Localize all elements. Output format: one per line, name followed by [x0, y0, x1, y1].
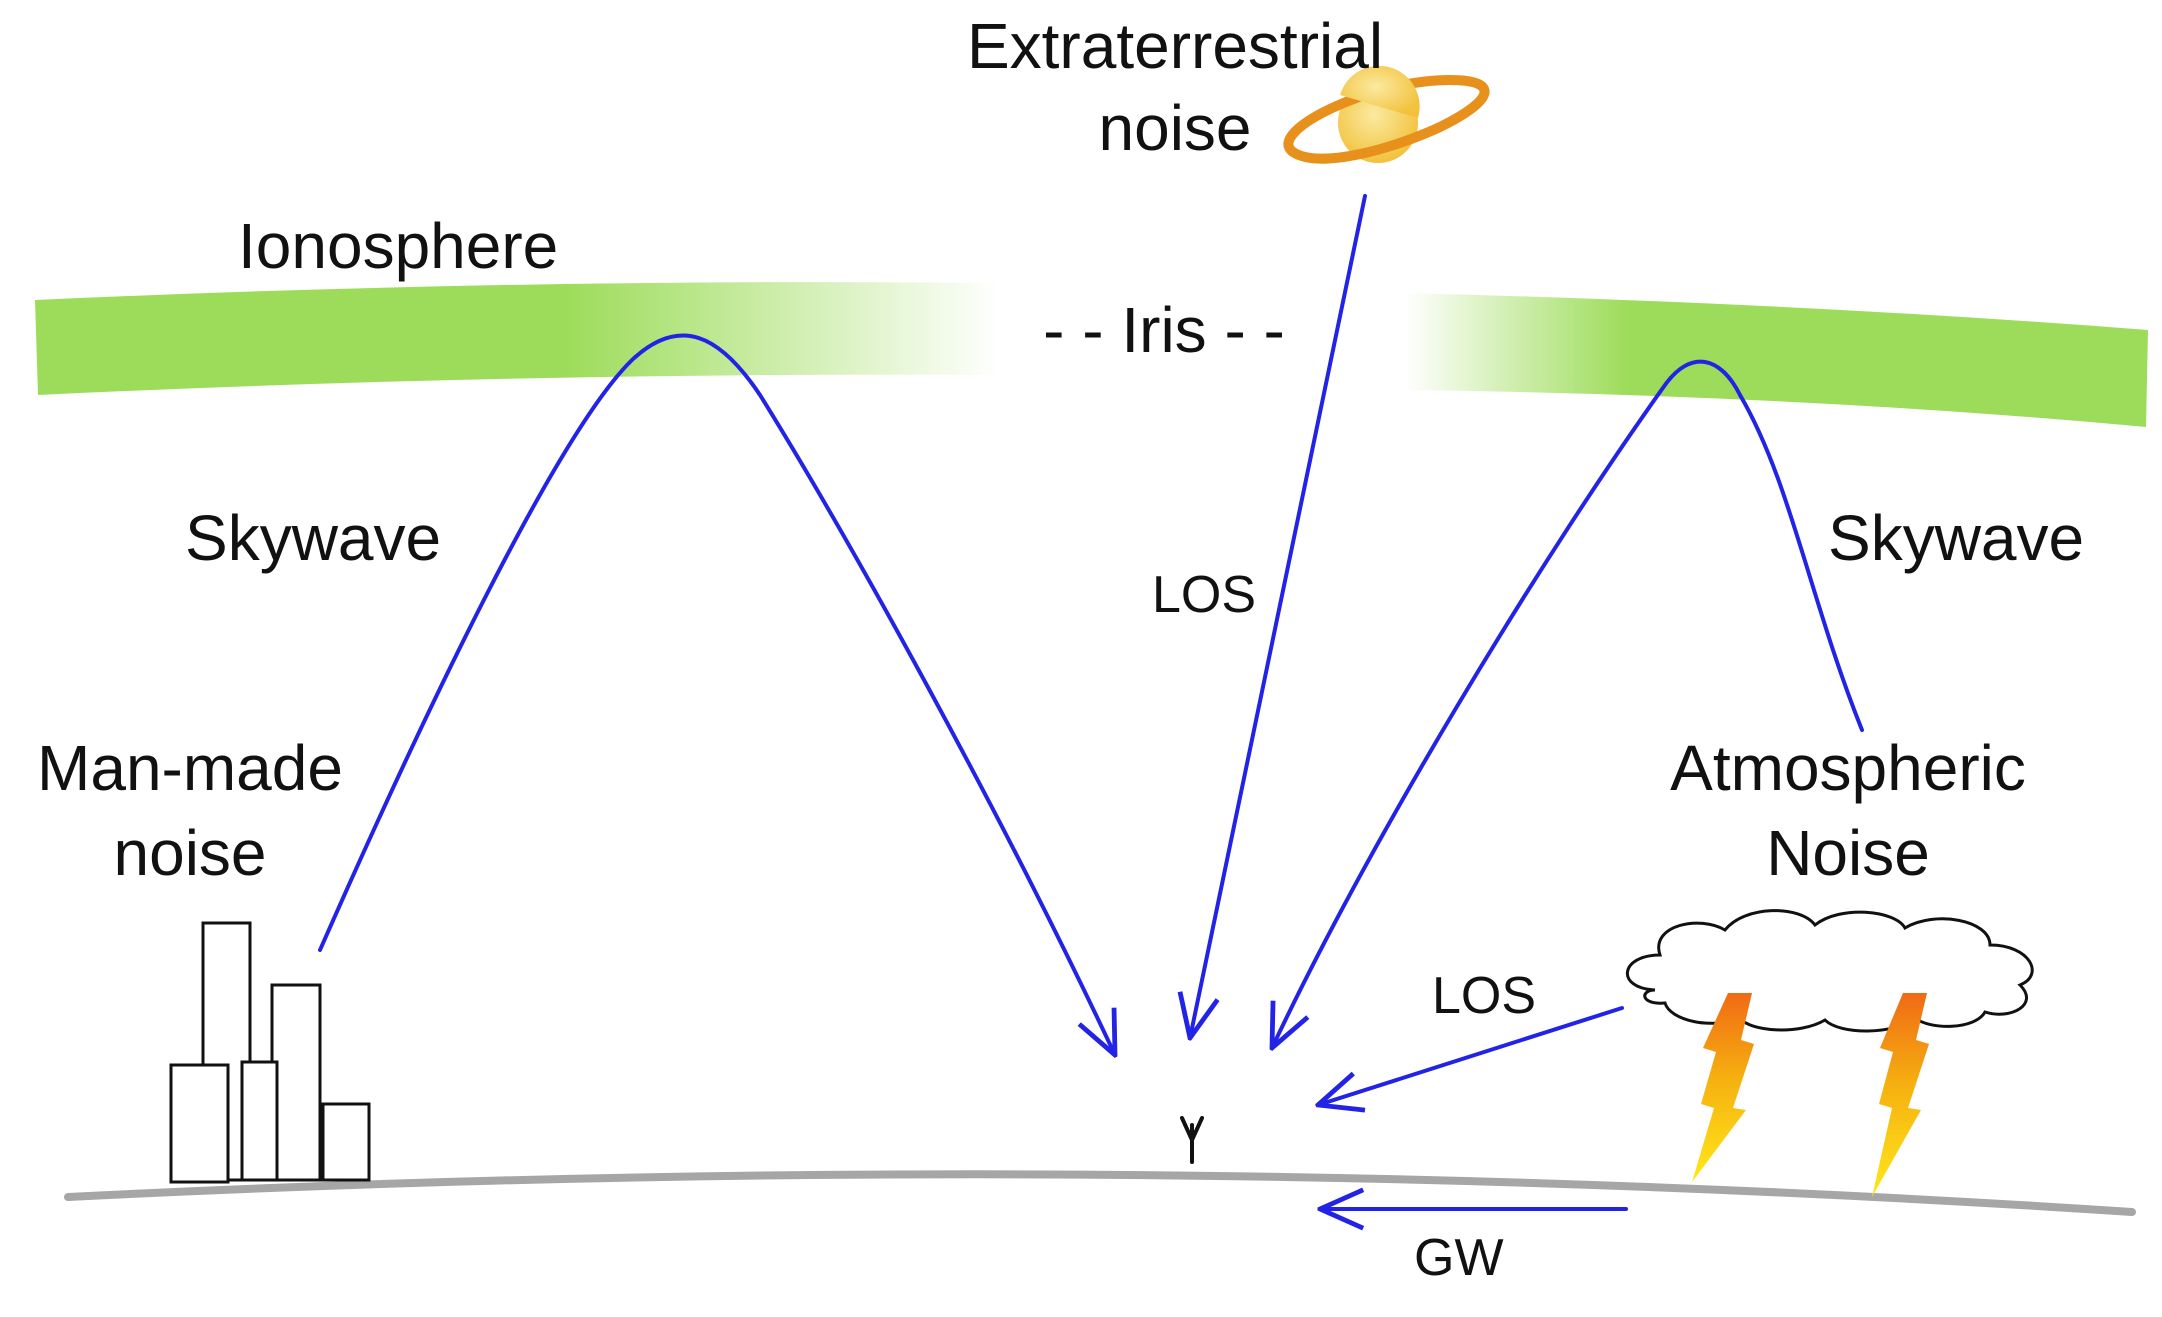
los-path-vertical [1190, 194, 1367, 1038]
antenna-icon [1180, 1116, 1204, 1164]
ionosphere-band-right [1405, 293, 2148, 427]
skywave-label-right: Skywave [1828, 502, 2084, 574]
storm-cloud-icon [1625, 909, 2034, 1033]
manmade-label-line2: noise [114, 817, 267, 889]
gw-label: GW [1414, 1229, 1504, 1287]
iris-label: - - Iris - - [1043, 294, 1285, 366]
los-path-storm [1318, 1006, 1624, 1105]
ionosphere-label: Ionosphere [238, 210, 558, 282]
ground-line [64, 1170, 2136, 1216]
extraterrestrial-label-line2: noise [1099, 92, 1252, 164]
buildings-icon [169, 921, 371, 1184]
skywave-label-left: Skywave [185, 502, 441, 574]
atmospheric-label-line2: Noise [1766, 817, 1930, 889]
atmospheric-label-line1: Atmospheric [1670, 732, 2026, 804]
ionosphere-band-left [35, 282, 1000, 395]
los-label-vertical: LOS [1152, 566, 1256, 624]
lightning-icon [1692, 993, 1754, 1182]
los-label-horizontal: LOS [1432, 967, 1536, 1025]
skywave-path-right [1272, 359, 1864, 1048]
skywave-path-left [318, 333, 1115, 1055]
planet-icon [1283, 65, 1490, 164]
lightning-icon [1872, 993, 1929, 1197]
extraterrestrial-label-line1: Extraterrestrial [967, 10, 1383, 82]
manmade-label-line1: Man-made [37, 732, 343, 804]
